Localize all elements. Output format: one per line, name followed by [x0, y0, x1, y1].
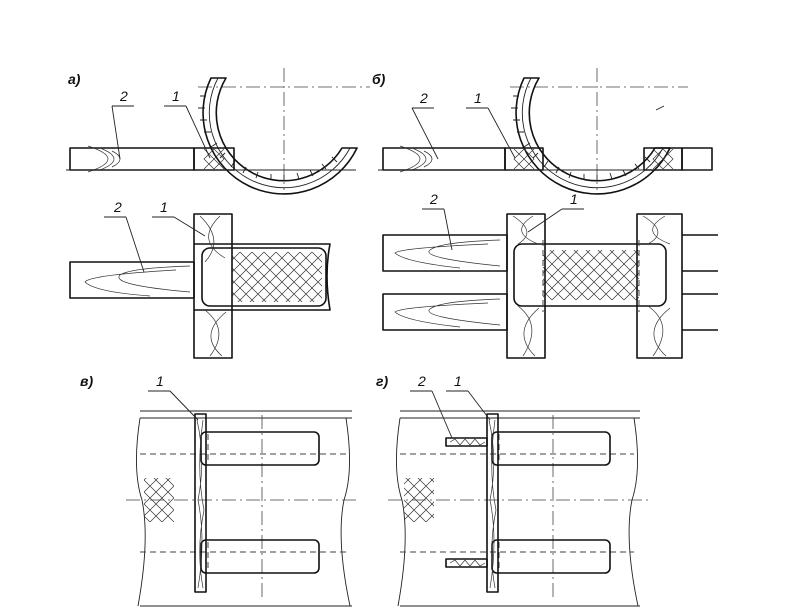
panel-v-letter: в) — [80, 373, 93, 389]
teeth-a — [198, 95, 338, 181]
callout-1: 1 — [156, 373, 164, 389]
callout-2: 2 — [119, 88, 128, 104]
panel-v-view: в) 1 — [80, 373, 360, 607]
panel-b-side-view: б) 2 1 — [372, 68, 713, 195]
callout-2-plan: 2 — [429, 191, 438, 207]
panel-b-letter: б) — [372, 71, 386, 87]
panel-b-plan-view: 2 1 — [382, 191, 718, 359]
callout-1-plan: 1 — [570, 191, 578, 207]
panel-a-side-view: а) 2 1 — [66, 68, 370, 195]
callout-2: 2 — [417, 373, 426, 389]
callout-2-plan: 2 — [113, 199, 122, 215]
callout-1: 1 — [172, 88, 180, 104]
panel-g-view: г) 2 1 — [376, 373, 648, 607]
panel-a-plan-view: 2 1 — [69, 199, 331, 359]
panel-g-letter: г) — [376, 373, 388, 389]
callout-2: 2 — [419, 90, 428, 106]
callout-1-plan: 1 — [160, 199, 168, 215]
callout-1: 1 — [474, 90, 482, 106]
panel-a-letter: а) — [68, 71, 81, 87]
callout-1: 1 — [454, 373, 462, 389]
